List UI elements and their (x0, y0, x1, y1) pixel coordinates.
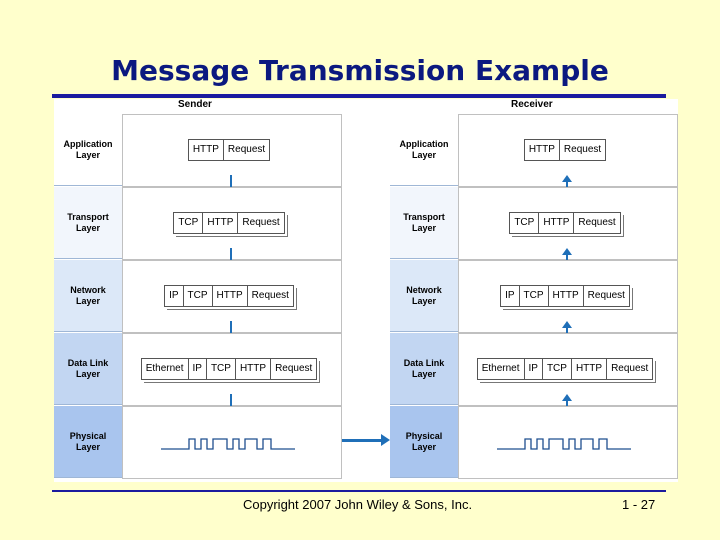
layer-name: Application (399, 138, 449, 149)
layer-name: Network (70, 284, 106, 295)
title-rule (52, 94, 666, 98)
packet-header: HTTP (236, 359, 272, 379)
layer-name: Physical (69, 430, 107, 441)
signal-waveform-icon (161, 438, 295, 450)
layer-suffix: Layer (411, 222, 436, 233)
layer-suffix: Layer (411, 149, 437, 160)
packet-header: HTTP (539, 213, 575, 233)
layer-suffix: Layer (75, 368, 100, 379)
packet-header: Request (563, 144, 602, 155)
layer-name: Transport (67, 211, 109, 222)
packet-header: Request (275, 363, 313, 374)
receiver-layer-content (458, 406, 678, 479)
packet-header: TCP (174, 213, 204, 233)
packet-header: Request (242, 217, 280, 228)
packet-header: HTTP (549, 286, 584, 306)
packet-header: HTTP (189, 140, 224, 160)
sender-layer-content (122, 406, 342, 479)
packet-header: TCP (184, 286, 213, 306)
packet-header: HTTP (525, 140, 560, 160)
packet-header: TCP (543, 359, 572, 379)
packet-header: Request (587, 290, 625, 301)
layer-name: Network (406, 284, 442, 295)
slide-title: Message Transmission Example (111, 54, 609, 87)
packet-header: IP (189, 359, 207, 379)
signal-waveform-icon (497, 438, 631, 450)
layer-suffix: Layer (411, 295, 436, 306)
packet-header: IP (501, 286, 520, 306)
layer-suffix: Layer (411, 368, 436, 379)
packet-header: HTTP (203, 213, 239, 233)
receiver-heading: Receiver (511, 99, 553, 110)
layer-suffix: Layer (75, 149, 101, 160)
layer-name: Application (63, 138, 113, 149)
packet-header: Request (251, 290, 289, 301)
layer-suffix: Layer (75, 295, 100, 306)
layer-suffix: Layer (75, 222, 100, 233)
packet-header: IP (525, 359, 543, 379)
footer-rule (52, 490, 666, 492)
sender-heading: Sender (178, 99, 212, 110)
packet-header: Ethernet (142, 359, 189, 379)
packet-header: HTTP (213, 286, 248, 306)
packet-header: TCP (207, 359, 236, 379)
packet-header: Request (578, 217, 616, 228)
packet-header: TCP (520, 286, 549, 306)
layer-name: Transport (403, 211, 445, 222)
packet-header: Request (227, 144, 266, 155)
page-number: 1 - 27 (622, 497, 656, 512)
layer-name: Data Link (403, 357, 445, 368)
packet-header: Ethernet (478, 359, 525, 379)
layer-suffix: Layer (411, 441, 437, 452)
layer-name: Data Link (67, 357, 109, 368)
packet-header: Request (611, 363, 649, 374)
layer-suffix: Layer (75, 441, 101, 452)
transmission-arrow (342, 434, 390, 446)
packet-header: TCP (510, 213, 540, 233)
copyright-text: Copyright 2007 John Wiley & Sons, Inc. (243, 497, 473, 512)
layer-name: Physical (405, 430, 443, 441)
packet-header: HTTP (572, 359, 608, 379)
packet-header: IP (165, 286, 184, 306)
